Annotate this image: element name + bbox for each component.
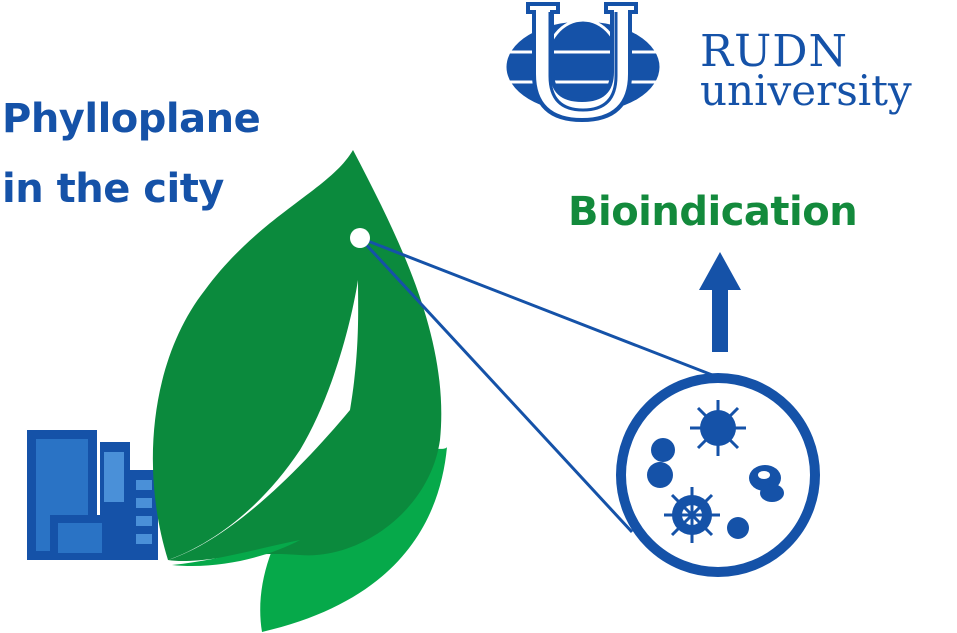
logo-text-rudn: RUDN xyxy=(700,26,848,77)
logo-text-university: university xyxy=(700,66,912,115)
leaf-icon xyxy=(152,150,447,632)
title-line-2: in the city xyxy=(2,166,224,212)
title-line-1: Phylloplane xyxy=(2,96,261,142)
rudn-logo-icon xyxy=(503,2,663,123)
arrow-up-icon xyxy=(699,252,741,352)
building-icon xyxy=(27,430,158,560)
magnify-lines xyxy=(350,228,721,534)
bioindication-label: Bioindication xyxy=(568,189,858,235)
microbe-circle-icon xyxy=(616,373,820,577)
